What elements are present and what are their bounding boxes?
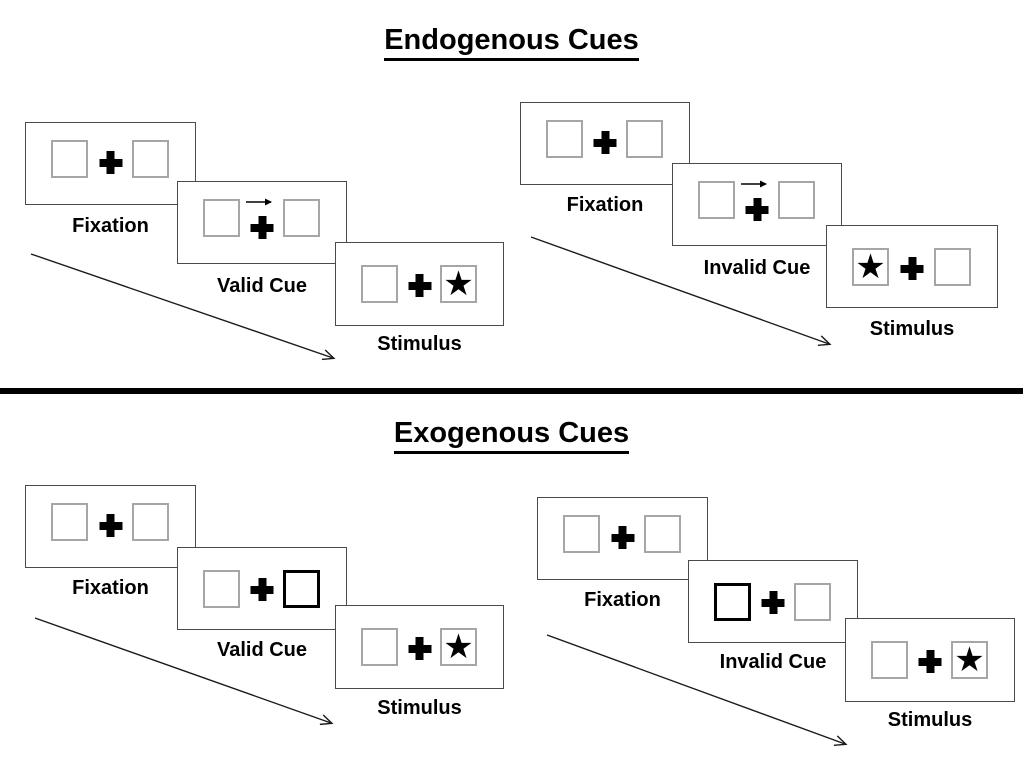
frame-label: Fixation [72, 215, 149, 237]
cue-highlight-box [714, 583, 751, 621]
invalid-cue-panel [672, 163, 842, 246]
frame-label: Fixation [584, 589, 661, 611]
fixation-cross-icon [99, 514, 122, 537]
right-box [132, 503, 169, 541]
left-box [51, 140, 88, 178]
timeline-arrow-icon [34, 617, 334, 726]
right-box [644, 515, 681, 553]
cue-arrow-icon [741, 180, 767, 188]
timeline-arrow-icon [546, 634, 848, 746]
timeline-arrow-icon [530, 236, 832, 347]
right-box [934, 248, 971, 286]
stimulus-panel: ★ [335, 605, 504, 689]
invalid-cue-panel [688, 560, 858, 643]
right-box: ★ [440, 265, 477, 303]
exogenous-section-title: Exogenous Cues [0, 417, 1023, 454]
frame-label: Stimulus [887, 709, 973, 731]
star-stimulus-icon: ★ [443, 627, 474, 667]
right-box [132, 140, 169, 178]
fixation-cross-icon [919, 650, 942, 673]
right-box [778, 181, 815, 219]
fixation-cross-icon [594, 131, 617, 154]
left-box [871, 641, 908, 679]
section-divider [0, 388, 1023, 394]
fixation-cross-icon [746, 198, 769, 221]
star-stimulus-icon: ★ [443, 264, 474, 304]
frame-label: Stimulus [377, 697, 462, 719]
star-stimulus-icon: ★ [855, 247, 886, 287]
right-box [626, 120, 663, 158]
star-stimulus-icon: ★ [954, 640, 985, 680]
frame-label: Invalid Cue [719, 651, 827, 673]
fixation-cross-icon [611, 526, 634, 549]
right-box [283, 199, 320, 237]
endogenous-section-title: Endogenous Cues [0, 24, 1023, 61]
cue-arrow-icon [246, 198, 272, 206]
cue-highlight-box [283, 570, 320, 608]
stimulus-panel: ★ [826, 225, 998, 308]
fixation-panel [25, 122, 196, 205]
left-box: ★ [852, 248, 889, 286]
left-box [361, 265, 398, 303]
valid-cue-panel [177, 547, 347, 630]
fixation-panel [537, 497, 708, 580]
frame-label: Invalid Cue [703, 257, 811, 279]
right-box: ★ [440, 628, 477, 666]
valid-cue-panel [177, 181, 347, 264]
frame-label: Fixation [566, 194, 644, 216]
left-box [203, 570, 240, 608]
fixation-cross-icon [251, 578, 274, 601]
fixation-cross-icon [99, 151, 122, 174]
frame-label: Valid Cue [216, 275, 308, 297]
fixation-cross-icon [762, 591, 785, 614]
left-box [563, 515, 600, 553]
fixation-cross-icon [408, 637, 431, 660]
frame-label: Stimulus [377, 333, 462, 355]
left-box [546, 120, 583, 158]
fixation-panel [520, 102, 690, 185]
right-box [794, 583, 831, 621]
left-box [698, 181, 735, 219]
left-box [51, 503, 88, 541]
frame-label: Valid Cue [216, 639, 308, 661]
left-box [361, 628, 398, 666]
fixation-cross-icon [251, 216, 274, 239]
fixation-panel [25, 485, 196, 568]
stimulus-panel: ★ [335, 242, 504, 326]
fixation-cross-icon [408, 274, 431, 297]
left-box [203, 199, 240, 237]
stimulus-panel: ★ [845, 618, 1015, 702]
frame-label: Stimulus [869, 318, 955, 340]
right-box: ★ [951, 641, 988, 679]
fixation-cross-icon [901, 257, 924, 280]
frame-label: Fixation [72, 577, 149, 599]
timeline-arrow-icon [30, 253, 336, 361]
